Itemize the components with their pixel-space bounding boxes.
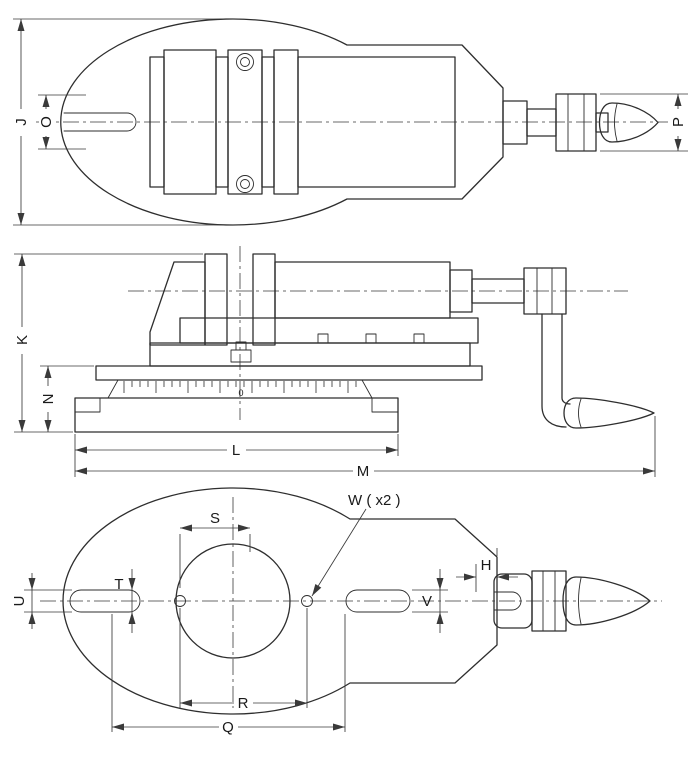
dim-label-h: H: [481, 557, 492, 574]
carriage-and-swivel: [95, 317, 483, 381]
swivel-bore-circle: [175, 543, 291, 659]
crank-handle: [541, 313, 655, 429]
dim-label-m: M: [357, 463, 370, 480]
dim-label-v: V: [422, 593, 432, 610]
dim-label-o: O: [38, 116, 55, 128]
dimension-M: M: [75, 416, 656, 480]
w-hole-right: [301, 595, 313, 607]
bottom-view: W ( x2 ) S H U T: [11, 487, 662, 736]
dim-label-n: N: [40, 394, 57, 405]
swivel-base: [74, 397, 399, 433]
top-view-jaw-assembly: [149, 49, 456, 195]
dimension-U: U: [11, 573, 72, 629]
scale-zero-label: 0: [238, 388, 243, 398]
dim-label-u: U: [11, 596, 28, 607]
right-t-slot: [345, 589, 411, 613]
dimension-V: V: [412, 569, 448, 633]
dim-label-r: R: [238, 695, 249, 712]
handle-knob-bottom-view: [562, 576, 651, 626]
dimension-H: H: [456, 548, 518, 592]
dimension-O: O: [38, 94, 86, 150]
jaw-screw-bottom: [236, 175, 254, 193]
hole-callout-label: W ( x2 ): [348, 492, 401, 509]
handle-knob-side-view: [563, 397, 655, 429]
dimension-K: K: [14, 253, 203, 433]
callout-W: W ( x2 ): [311, 492, 401, 597]
bottom-view-handle: [493, 570, 651, 632]
dimension-S: S: [179, 510, 251, 588]
dim-label-s: S: [210, 510, 220, 527]
top-view-left-slot: [63, 112, 137, 132]
dimension-P: P: [600, 93, 688, 152]
dimension-R: R: [179, 608, 308, 712]
side-view-ram-and-spindle: [274, 261, 567, 319]
jaw-screw-top: [236, 53, 254, 71]
dimension-J: J: [13, 18, 240, 226]
dim-label-k: K: [14, 335, 31, 345]
dim-label-q: Q: [222, 719, 234, 736]
w-hole-left: [174, 595, 186, 607]
side-view-jaws: [149, 253, 276, 346]
dim-label-p: P: [670, 117, 687, 127]
dimension-L: L: [74, 434, 399, 477]
top-view: J O P: [13, 18, 688, 226]
dim-label-t: T: [114, 576, 123, 593]
dim-label-l: L: [232, 442, 240, 459]
side-view: 0 K N L: [14, 246, 656, 480]
top-view-spindle: [502, 93, 659, 152]
bottom-view-base-outline: [62, 487, 498, 715]
dimension-T: T: [114, 569, 136, 633]
dim-label-j: J: [13, 118, 30, 126]
dimension-Q: Q: [111, 614, 346, 736]
dimension-N: N: [40, 365, 94, 432]
handle-knob-top-view: [598, 102, 659, 143]
